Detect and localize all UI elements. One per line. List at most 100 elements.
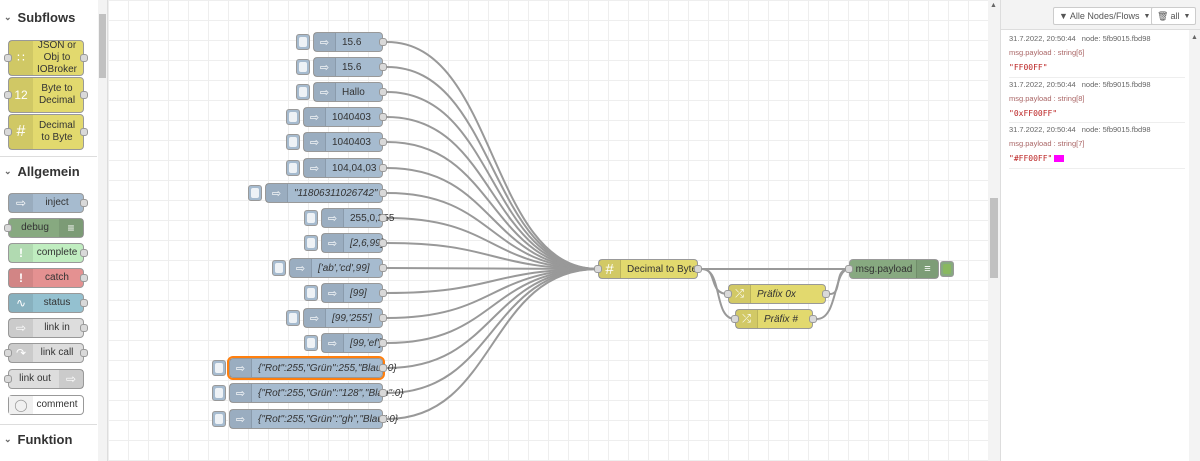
inject-node[interactable]: ⇨['ab','cd',99] [289, 258, 387, 278]
output-port[interactable] [379, 264, 387, 272]
output-port[interactable] [379, 364, 387, 372]
scroll-up-icon[interactable]: ▲ [990, 2, 997, 9]
input-port[interactable] [4, 128, 12, 136]
workspace-scrollbar[interactable]: ▲ [988, 0, 1000, 461]
node-prefix-hash[interactable]: ⤮ Präfix # [731, 309, 817, 329]
inject-node[interactable]: ⇨15.6 [313, 32, 387, 52]
inject-node[interactable]: ⇨Hallo [313, 82, 387, 102]
inject-trigger-button[interactable] [286, 310, 300, 326]
inject-node[interactable]: ⇨[99,'ef'] [321, 333, 387, 353]
output-port[interactable] [379, 214, 387, 222]
inject-trigger-button[interactable] [304, 235, 318, 251]
palette-node-inject[interactable]: ⇨ inject [8, 193, 88, 213]
palette-node-link-in[interactable]: ⇨ link in [8, 318, 88, 338]
input-port[interactable] [4, 91, 12, 99]
inject-node[interactable]: ⇨104,04,03 [303, 158, 387, 178]
output-port[interactable] [80, 54, 88, 62]
flow-workspace[interactable]: ⇨15.6⇨15.6⇨Hallo⇨1040403⇨1040403⇨104,04,… [108, 0, 988, 461]
palette-node-decimal-to-byte[interactable]: # Decimal to Byte [4, 114, 88, 150]
inject-node[interactable]: ⇨[99,'255'] [303, 308, 387, 328]
output-port[interactable] [80, 91, 88, 99]
input-port[interactable] [4, 349, 12, 357]
inject-trigger-button[interactable] [286, 134, 300, 150]
palette-node-json-to-iobroker[interactable]: ∷ JSON or Obj to IOBroker [4, 40, 88, 76]
node-decimal-to-byte[interactable]: # Decimal to Byte [594, 259, 702, 279]
inject-node[interactable]: ⇨1040403 [303, 132, 387, 152]
output-port[interactable] [379, 38, 387, 46]
inject-trigger-button[interactable] [212, 360, 226, 376]
filter-dropdown[interactable]: ▼ Alle Nodes/Flows ▼ [1053, 7, 1157, 25]
inject-trigger-button[interactable] [272, 260, 286, 276]
output-port[interactable] [379, 389, 387, 397]
inject-node[interactable]: ⇨{"Rot":255,"Grün":"gh","Blau":0} [229, 409, 398, 429]
output-port[interactable] [379, 415, 387, 423]
palette-node-comment[interactable]: ◯ comment [8, 395, 84, 415]
inject-trigger-button[interactable] [212, 385, 226, 401]
input-port[interactable] [4, 54, 12, 62]
scroll-up-icon[interactable]: ▲ [1191, 34, 1198, 41]
palette-node-link-out[interactable]: link out ⇨ [4, 369, 84, 389]
scroll-thumb[interactable] [99, 14, 106, 78]
inject-node[interactable]: ⇨255,0,255 [321, 208, 395, 228]
palette-node-byte-to-decimal[interactable]: 12 Byte to Decimal [4, 77, 88, 113]
output-port[interactable] [822, 290, 830, 298]
output-port[interactable] [379, 164, 387, 172]
clear-button[interactable]: 🗑 all ▼ [1151, 7, 1197, 25]
inject-trigger-button[interactable] [304, 285, 318, 301]
palette-node-catch[interactable]: ! catch [8, 268, 88, 288]
inject-node[interactable]: ⇨[99] [321, 283, 387, 303]
output-port[interactable] [694, 265, 702, 273]
input-port[interactable] [4, 224, 12, 232]
output-port[interactable] [80, 128, 88, 136]
input-port[interactable] [724, 290, 732, 298]
output-port[interactable] [379, 339, 387, 347]
debug-toggle-button[interactable] [940, 261, 954, 277]
scroll-thumb[interactable] [990, 198, 998, 278]
inject-trigger-button[interactable] [286, 109, 300, 125]
input-port[interactable] [594, 265, 602, 273]
inject-node[interactable]: ⇨{"Rot":255,"Grün":255,"Blau":0} [227, 356, 397, 380]
output-port[interactable] [379, 113, 387, 121]
output-port[interactable] [379, 314, 387, 322]
palette-node-debug[interactable]: debug ≡ [4, 218, 84, 238]
inject-trigger-button[interactable] [304, 335, 318, 351]
inject-node[interactable]: ⇨[2,6,99] [321, 233, 387, 253]
inject-trigger-button[interactable] [286, 160, 300, 176]
output-port[interactable] [379, 189, 387, 197]
output-port[interactable] [80, 274, 88, 282]
inject-node[interactable]: ⇨15.6 [313, 57, 387, 77]
inject-trigger-button[interactable] [304, 210, 318, 226]
output-port[interactable] [80, 324, 88, 332]
node-debug-msg-payload[interactable]: msg.payload ≡ [845, 259, 939, 279]
output-port[interactable] [379, 138, 387, 146]
output-port[interactable] [809, 315, 817, 323]
palette-scrollbar[interactable] [98, 0, 107, 461]
category-allgemein[interactable]: ⌄ Allgemein [0, 156, 97, 186]
output-port[interactable] [379, 88, 387, 96]
output-port[interactable] [379, 239, 387, 247]
output-port[interactable] [379, 289, 387, 297]
input-port[interactable] [4, 375, 12, 383]
sidebar-scrollbar[interactable]: ▲ [1189, 30, 1200, 461]
category-funktion[interactable]: ⌄ Funktion [0, 424, 97, 454]
palette-node-complete[interactable]: ! complete [8, 243, 88, 263]
output-port[interactable] [80, 349, 88, 357]
inject-node[interactable]: ⇨{"Rot":255,"Grün":"128","Blau":0} [229, 383, 404, 403]
output-port[interactable] [379, 63, 387, 71]
inject-trigger-button[interactable] [212, 411, 226, 427]
inject-node[interactable]: ⇨"11806311026742" [265, 183, 387, 203]
inject-trigger-button[interactable] [296, 84, 310, 100]
output-port[interactable] [80, 249, 88, 257]
palette-node-status[interactable]: ∿ status [8, 293, 88, 313]
inject-trigger-button[interactable] [296, 59, 310, 75]
node-prefix-0x[interactable]: ⤮ Präfix 0x [724, 284, 830, 304]
output-port[interactable] [80, 299, 88, 307]
inject-trigger-button[interactable] [296, 34, 310, 50]
inject-trigger-button[interactable] [248, 185, 262, 201]
output-port[interactable] [80, 199, 88, 207]
input-port[interactable] [845, 265, 853, 273]
category-subflows[interactable]: ⌄ Subflows [0, 2, 97, 32]
